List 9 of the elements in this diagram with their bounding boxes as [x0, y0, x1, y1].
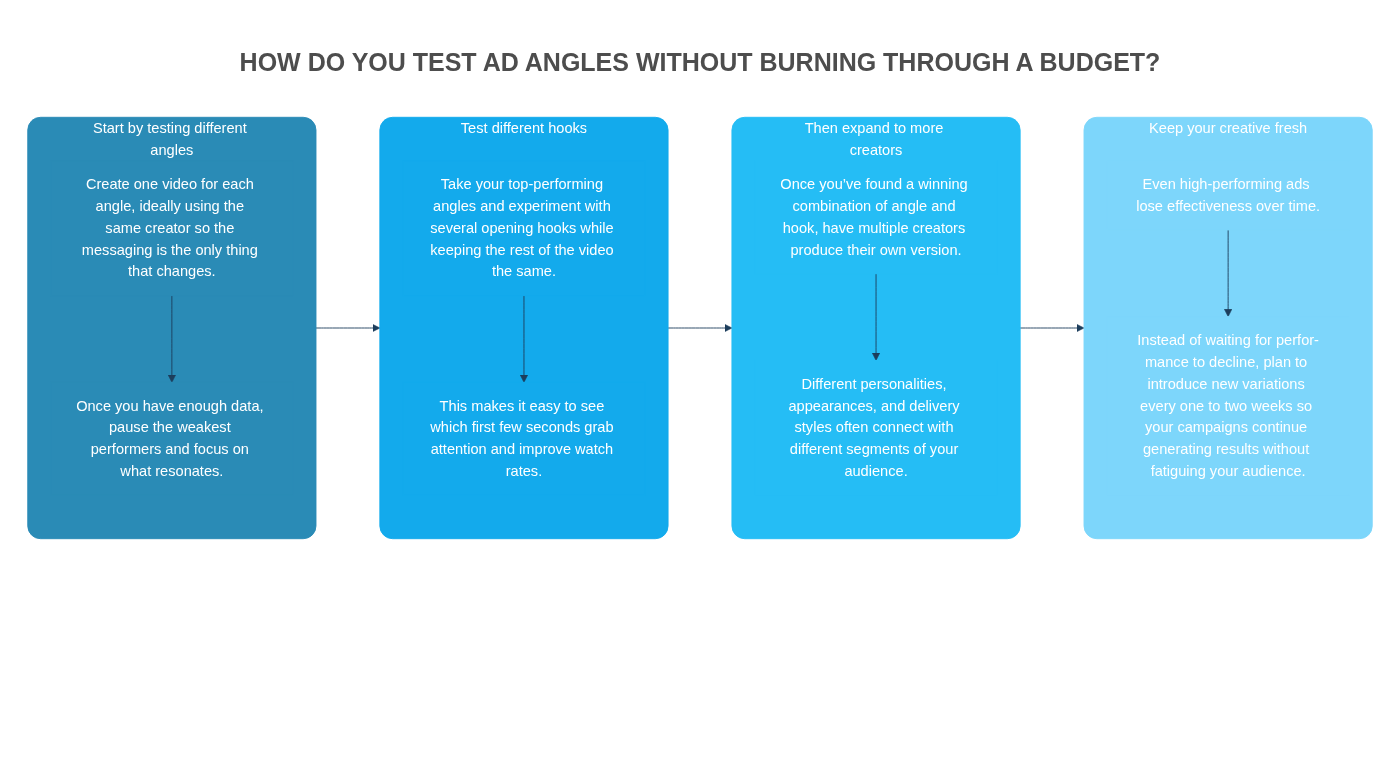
title: HOW DO YOU TEST AD ANGLES WITHOUT BURNING THROUGH A BUDGET? — [239, 48, 1161, 77]
node-text: Even high-performing ads lose effectiveness over time. — [1136, 176, 1321, 214]
node-text: Create one video for each angle, ideally using the same creator so the messaging is the only thing that changes. — [81, 176, 258, 280]
node-text: This makes it easy to see which first few seconds grab attention and improve watch rates. — [430, 397, 614, 479]
node-text: Different personalities, appearances, and delivery styles often connect with different segments of your audience. — [788, 375, 960, 479]
node-text: Instead of waiting for perfor-mance to decline, plan to introduce new variations every one to two weeks so your campaigns continue generating results without fatiguing your audience. — [1137, 332, 1319, 479]
node-text: Once you’ve found a winning combination of angle and hook, have multiple creators produce their own version. — [780, 176, 968, 258]
node-text: Once you have enough data, pause the weakest performers and focus on what resonates. — [76, 397, 264, 479]
node-text: Take your top-performing angles and experiment with several opening hooks while keeping the rest of the video the same. — [430, 176, 614, 280]
